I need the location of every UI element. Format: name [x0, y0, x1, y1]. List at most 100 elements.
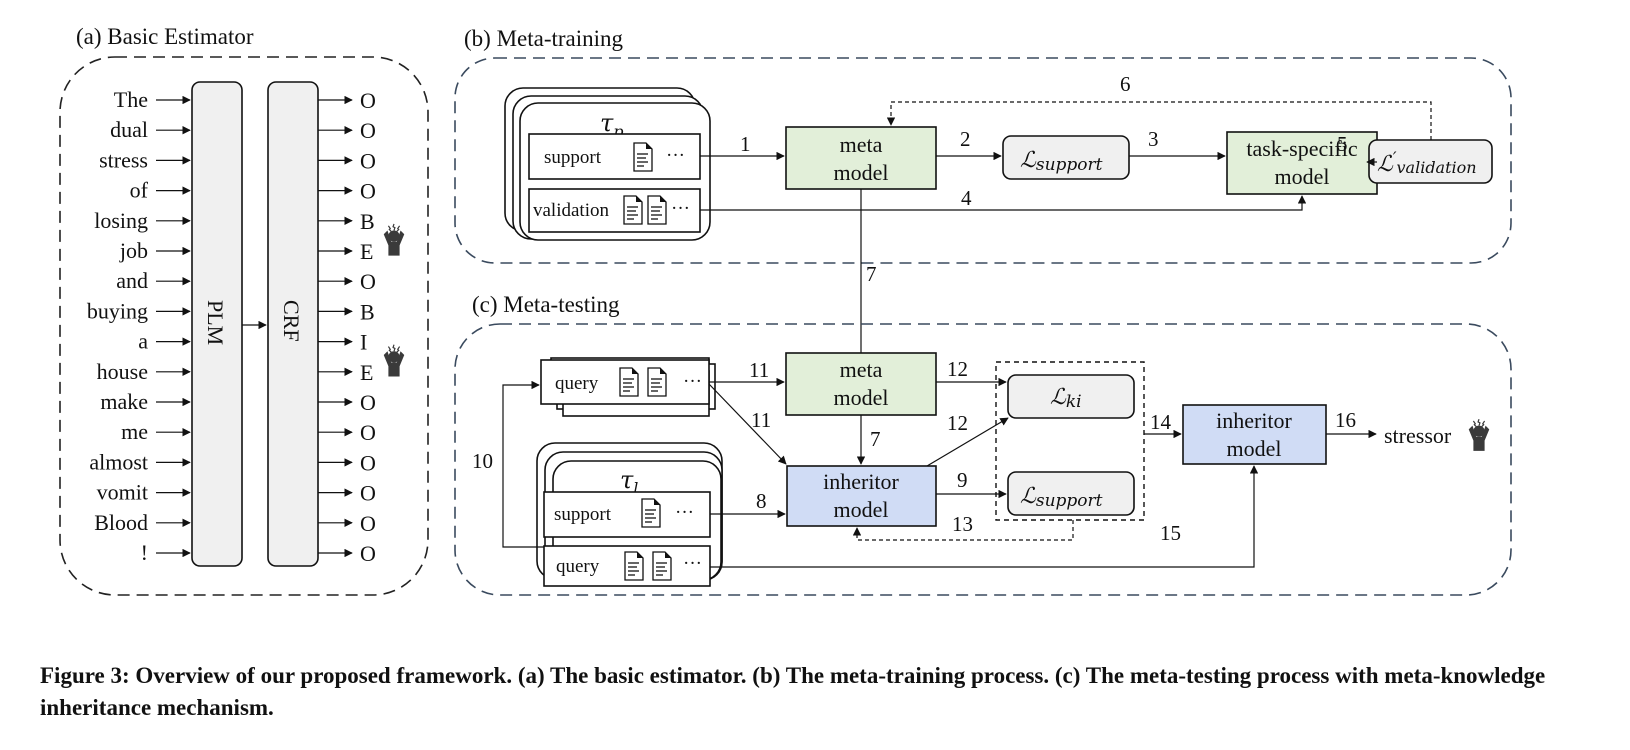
- figure-caption: Figure 3: Overview of our proposed frame…: [40, 663, 1546, 720]
- step-label-3: 3: [1148, 127, 1159, 151]
- ellipsis: ···: [683, 371, 702, 392]
- task-stack-tau-p: τp support ··· validation ···: [504, 87, 711, 241]
- arrow-step-4: [700, 195, 1307, 211]
- input-token: make: [100, 389, 148, 414]
- step-label-12b: 12: [947, 411, 968, 435]
- input-token: of: [130, 178, 149, 203]
- stressor-output-label: stressor: [1384, 423, 1452, 448]
- output-tag: E: [360, 239, 373, 264]
- arrow-step-6: [886, 101, 1432, 140]
- section-title-meta-training: (b) Meta-training: [464, 26, 624, 51]
- step-label-8: 8: [756, 489, 767, 513]
- output-tag: O: [360, 450, 376, 475]
- arrow-step-10: [502, 380, 544, 548]
- meta-model-label-1: meta: [840, 357, 883, 382]
- input-token: job: [119, 238, 148, 263]
- inheritor-model-final-label-1: inheritor: [1216, 408, 1292, 433]
- meta-model-label-2: model: [834, 160, 889, 185]
- step-label-9: 9: [957, 468, 968, 492]
- loss-support-label: ℒsupport: [1020, 148, 1103, 175]
- document-icon: [623, 195, 643, 225]
- ellipsis: ···: [671, 198, 690, 219]
- document-icon: [633, 142, 653, 172]
- document-icon: [624, 551, 644, 581]
- support-set: [528, 133, 701, 180]
- output-tag: O: [360, 420, 376, 445]
- stressor-icon: [383, 223, 405, 257]
- arrow-step-15: [710, 465, 1259, 568]
- inheritor-model-final-box: [1182, 404, 1327, 465]
- validation-set: [528, 188, 701, 233]
- meta-model-label-1: meta: [840, 132, 883, 157]
- output-tag: O: [360, 88, 376, 113]
- task-label-tau-p: τp: [600, 109, 624, 141]
- step-label-7: 7: [866, 262, 877, 286]
- task-specific-model-label-1: task-specific: [1246, 136, 1357, 161]
- loss-support-box-testing: [1007, 471, 1135, 516]
- input-token: The: [114, 87, 148, 112]
- loss-support-box: [1002, 135, 1130, 180]
- stressor-icon: [1468, 418, 1490, 452]
- stressor-icon: [383, 344, 405, 378]
- inheritor-model-box: [786, 465, 937, 527]
- query-set-label: query: [556, 556, 600, 577]
- document-icon: [652, 551, 672, 581]
- output-tag: E: [360, 360, 373, 385]
- step-label-10: 10: [472, 449, 493, 473]
- arrow-step-11b: [708, 383, 787, 465]
- panel-meta-testing: [454, 323, 1512, 596]
- step-label-15: 15: [1160, 521, 1181, 545]
- plm-module: [191, 81, 243, 567]
- output-tag: O: [360, 118, 376, 143]
- input-token: and: [116, 268, 148, 293]
- output-tag: O: [360, 390, 376, 415]
- step-label-7-testing: 7: [870, 427, 881, 451]
- task-label-tau-l: τl: [620, 466, 638, 498]
- arrow-step-13: [852, 520, 1074, 541]
- output-tag: O: [360, 269, 376, 294]
- step-label-2: 2: [960, 127, 971, 151]
- output-tag: I: [360, 330, 367, 355]
- document-icon: [647, 195, 667, 225]
- support-set-label: support: [554, 504, 612, 525]
- step-label-12a: 12: [947, 357, 968, 381]
- meta-model-label-2: model: [834, 385, 889, 410]
- output-tag: B: [360, 299, 375, 324]
- input-token: Blood: [94, 510, 148, 535]
- support-set-label: support: [544, 147, 602, 168]
- input-token: !: [141, 540, 148, 565]
- input-token: me: [121, 419, 148, 444]
- ellipsis: ···: [666, 145, 685, 166]
- step-label-14: 14: [1150, 410, 1172, 434]
- validation-set-label: validation: [533, 200, 609, 221]
- input-token: buying: [87, 298, 148, 323]
- meta-model-box-testing: [785, 352, 937, 416]
- input-token: house: [97, 359, 148, 384]
- document-icon: [647, 367, 667, 397]
- query-label: query: [555, 373, 599, 394]
- inheritor-model-label-1: inheritor: [823, 469, 899, 494]
- ellipsis: ···: [683, 553, 702, 574]
- output-tag: O: [360, 481, 376, 506]
- document-icon: [641, 498, 661, 528]
- step-label-11a: 11: [749, 358, 769, 382]
- output-tag: O: [360, 148, 376, 173]
- task-specific-model-box: [1226, 131, 1378, 195]
- input-token: vomit: [97, 480, 148, 505]
- step-label-5: 5: [1337, 132, 1348, 156]
- panel-meta-training: [454, 57, 1512, 264]
- query-stack: query ···: [540, 357, 716, 417]
- input-token: a: [138, 329, 148, 354]
- task-specific-model-label-2: model: [1275, 164, 1330, 189]
- inheritor-model-final-label-2: model: [1227, 436, 1282, 461]
- step-label-4: 4: [961, 186, 972, 210]
- loss-ki-label: ℒki: [1050, 385, 1082, 412]
- input-token: almost: [89, 449, 148, 474]
- step-label-13: 13: [952, 512, 973, 536]
- step-label-6: 6: [1120, 72, 1131, 96]
- step-label-16: 16: [1335, 408, 1356, 432]
- ellipsis: ···: [675, 502, 694, 523]
- loss-ki-box: [1007, 374, 1135, 419]
- loss-support-label: ℒsupport: [1020, 484, 1103, 511]
